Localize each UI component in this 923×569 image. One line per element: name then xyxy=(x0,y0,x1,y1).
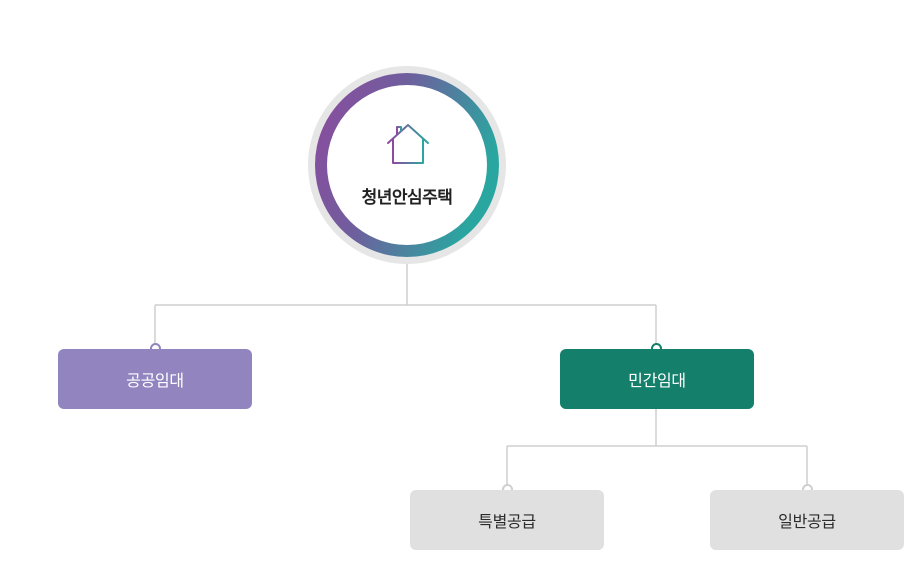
node-general-supply[interactable]: 일반공급 xyxy=(710,490,904,550)
house-icon xyxy=(387,124,429,164)
root-node: 청년안심주택 xyxy=(307,65,507,265)
node-public-rental[interactable]: 공공임대 xyxy=(58,349,252,409)
gradient-ring xyxy=(308,66,506,264)
node-private-rental[interactable]: 민간임대 xyxy=(560,349,754,409)
node-special-supply[interactable]: 특별공급 xyxy=(410,490,604,550)
root-label: 청년안심주택 xyxy=(361,188,453,208)
